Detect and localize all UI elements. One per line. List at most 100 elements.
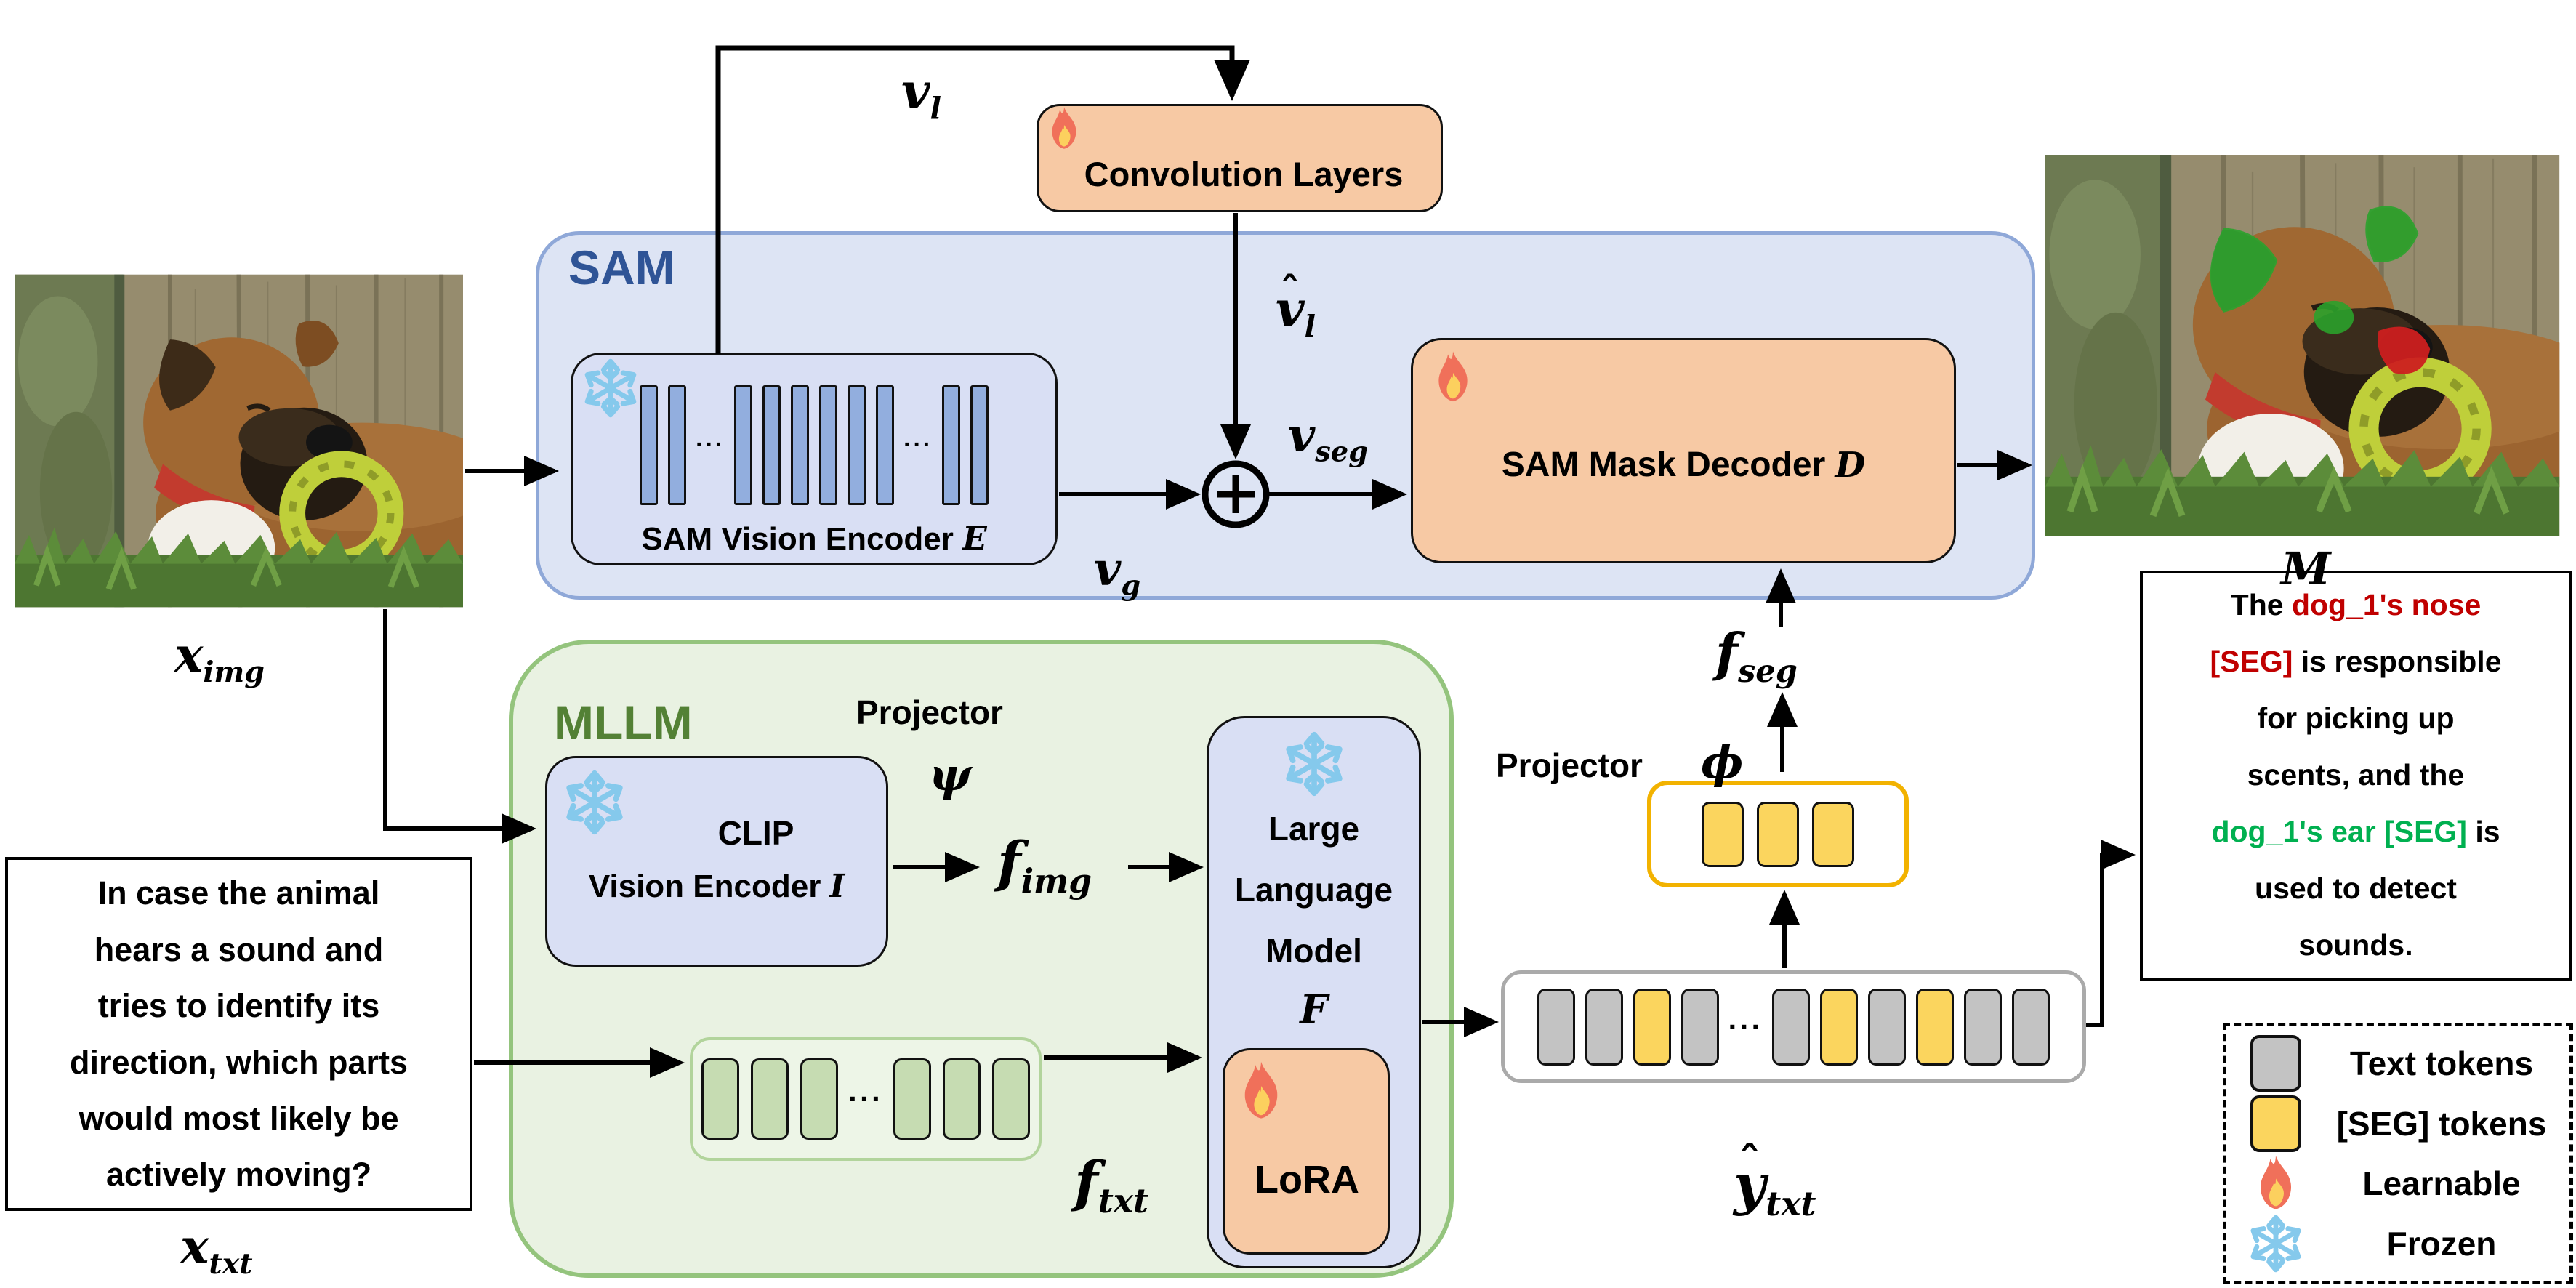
sam-container-label: SAM xyxy=(568,241,675,294)
token xyxy=(942,1058,981,1140)
token xyxy=(800,1058,839,1140)
token xyxy=(819,385,837,505)
clip-label-line2: Vision Encoder I xyxy=(552,866,881,907)
token xyxy=(762,385,781,505)
token xyxy=(2012,988,2050,1066)
snowflake-icon xyxy=(561,769,628,836)
sam-vision-encoder-label: SAM Vision Encoder E xyxy=(578,518,1050,560)
fire-icon xyxy=(2252,1154,2300,1212)
snowflake-icon xyxy=(1281,730,1348,797)
label-f-txt: ftxt xyxy=(1074,1149,1149,1220)
output-image-masked xyxy=(2034,155,2570,536)
mllm-container-label: MLLM xyxy=(554,696,693,749)
token xyxy=(1681,988,1719,1066)
token xyxy=(941,385,960,505)
sam-vision-encoder-var: E xyxy=(962,520,987,558)
fire-icon xyxy=(1236,1060,1287,1122)
legend-row-seg-tokens: [SEG] tokens xyxy=(2232,1094,2564,1154)
label-f-img: fimg xyxy=(997,829,1092,901)
legend-label-seg-tokens: [SEG] tokens xyxy=(2336,1104,2547,1143)
legend-label-frozen: Frozen xyxy=(2386,1224,2497,1263)
fire-icon xyxy=(1045,106,1083,151)
token xyxy=(640,385,659,505)
token xyxy=(1812,801,1854,867)
text-tokens-box: ··· xyxy=(690,1037,1042,1161)
eye-mask-green xyxy=(2314,300,2354,334)
token xyxy=(848,385,866,505)
legend-row-frozen: Frozen xyxy=(2232,1214,2564,1274)
text-tokens-row: ··· xyxy=(693,1040,1039,1158)
ear-mask-green-2 xyxy=(2365,206,2419,262)
token xyxy=(1964,988,2003,1066)
label-M: M xyxy=(2281,542,2331,595)
projector-phi-label: Projector xyxy=(1496,746,1643,784)
seg-token xyxy=(1820,988,1859,1066)
fire-icon xyxy=(1430,350,1476,404)
psi-symbol: ψ xyxy=(929,748,972,801)
label-x-img: ximg xyxy=(174,627,265,689)
sam-mask-decoder-text: SAM Mask Decoder xyxy=(1501,445,1826,484)
label-v-l: vl xyxy=(901,63,942,126)
label-x-txt: xtxt xyxy=(180,1218,253,1281)
clip-vision-encoder-text: Vision Encoder xyxy=(588,868,821,904)
token xyxy=(1585,988,1623,1066)
token xyxy=(970,385,989,505)
token xyxy=(1772,988,1811,1066)
legend-row-text-tokens: Text tokens xyxy=(2232,1034,2564,1094)
text-token-swatch xyxy=(2250,1035,2301,1092)
seg-token-swatch xyxy=(2250,1095,2301,1152)
sam-mask-decoder-var: D xyxy=(1835,444,1866,486)
label-f-seg: fseg xyxy=(1715,621,1798,691)
token xyxy=(1537,988,1575,1066)
convolution-layers-label: Convolution Layers xyxy=(1084,155,1404,194)
projector-psi-label: Projector xyxy=(856,693,1003,731)
ytxt-sequence-box: ··· xyxy=(1501,970,2086,1083)
label-v-seg: vseg xyxy=(1288,408,1369,469)
token xyxy=(1757,801,1799,867)
clip-label-line1: CLIP xyxy=(717,813,794,852)
llm-label-line2: Language xyxy=(1234,870,1393,909)
token xyxy=(1702,801,1744,867)
seg-tokens-row xyxy=(1651,785,1904,883)
token xyxy=(991,1058,1030,1140)
seg-token xyxy=(1916,988,1955,1066)
snowflake-icon xyxy=(2246,1214,2306,1273)
legend-label-text-tokens: Text tokens xyxy=(2349,1045,2534,1083)
sam-encoder-layers: ······ xyxy=(618,378,1010,512)
clip-vision-encoder-var: I xyxy=(829,867,845,905)
legend-box: Text tokens [SEG] tokens Learnable Froze… xyxy=(2223,1023,2573,1284)
token xyxy=(751,1058,789,1140)
seg-tokens-box xyxy=(1647,781,1909,887)
token xyxy=(876,385,894,505)
llm-label-line3: Model xyxy=(1265,931,1362,970)
token xyxy=(1868,988,1907,1066)
llm-label-line1: Large xyxy=(1268,809,1360,848)
legend-row-learnable: Learnable xyxy=(2232,1154,2564,1214)
label-v-g: vg xyxy=(1094,542,1141,603)
ytxt-tokens-row: ··· xyxy=(1505,974,2082,1079)
phi-symbol: ϕ xyxy=(1701,736,1744,789)
sam-mask-decoder-label: SAM Mask Decoder D xyxy=(1425,442,1941,488)
ear-mask-green xyxy=(2210,228,2278,313)
legend-label-learnable: Learnable xyxy=(2362,1164,2521,1203)
line-ytxt-to-answer xyxy=(2086,840,2136,1027)
sam-vision-encoder-text: SAM Vision Encoder xyxy=(641,520,954,557)
token xyxy=(734,385,752,505)
input-image xyxy=(15,274,463,608)
sam-mask-decoder-box xyxy=(1411,338,1956,563)
token xyxy=(893,1058,931,1140)
seg-token xyxy=(1633,988,1671,1066)
nose-mask-red xyxy=(2378,326,2431,374)
lora-label: LoRA xyxy=(1255,1158,1359,1202)
token xyxy=(668,385,687,505)
llm-var-F: F xyxy=(1300,986,1328,1032)
token xyxy=(701,1058,740,1140)
token xyxy=(791,385,809,505)
